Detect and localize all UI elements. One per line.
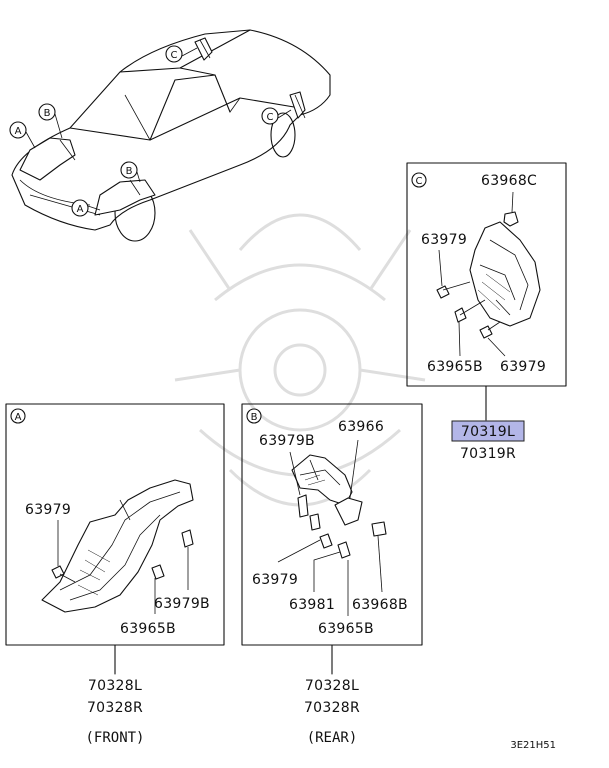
watermark-emblem (174, 213, 426, 507)
label-63968c: 63968C (481, 173, 537, 189)
clip-63965b (151, 564, 165, 580)
label-63968b: 63968B (352, 597, 408, 613)
rear-splash-shield (469, 221, 541, 327)
callout-letter: C (171, 50, 178, 61)
part-number-highlight[interactable] (451, 420, 525, 442)
label-63979-upper: 63979 (421, 232, 467, 248)
callout-letter: B (44, 108, 51, 119)
panel-c-badge (411, 172, 427, 188)
part-number-70328l[interactable]: 70328L (305, 678, 359, 694)
clip-63979b (181, 529, 194, 548)
clip-small (309, 513, 321, 531)
panel-a-badge (10, 408, 26, 424)
callout-letter: A (15, 126, 22, 137)
callout-badge (120, 161, 138, 179)
screw-63979-lower (479, 325, 493, 339)
part-63966 (334, 497, 363, 526)
label-63979b: 63979B (259, 433, 315, 449)
caption-rear: (REAR) (307, 730, 358, 746)
label-63981: 63981 (289, 597, 335, 613)
car-callouts: A B C A B C (9, 45, 292, 217)
callout-badge (38, 103, 56, 121)
panel-b-badge-letter: B (251, 412, 258, 423)
panel-b-badge (246, 408, 262, 424)
callout-badge (261, 107, 279, 125)
label-63979b: 63979B (154, 596, 210, 612)
screw-63979 (51, 565, 65, 579)
car-illustration (11, 29, 331, 242)
clip-63968c (503, 211, 519, 227)
screw-63979 (436, 285, 450, 299)
part-number-70319r[interactable]: 70319R (460, 446, 516, 462)
panel-b: B 63979B 63966 63979 63981 63968B 63965B… (241, 403, 423, 746)
panel-a: A 63979 63979B 63965B 70328L 70328R (FRO… (5, 403, 225, 746)
label-63979: 63979 (252, 572, 298, 588)
callout-badge (71, 199, 89, 217)
label-63965b: 63965B (120, 621, 176, 637)
label-63979: 63979 (25, 502, 71, 518)
diagram-code: 3E21H51 (510, 740, 556, 751)
clip-63979b (297, 494, 309, 518)
part-number-70319l[interactable]: 70319L (461, 424, 515, 440)
label-63979-lower: 63979 (500, 359, 546, 375)
callout-badge (9, 121, 27, 139)
callout-letter: A (77, 204, 84, 215)
screw-63979 (319, 533, 333, 549)
label-63965b: 63965B (427, 359, 483, 375)
part-number-70328r[interactable]: 70328R (87, 700, 143, 716)
callout-letter: C (267, 112, 274, 123)
callout-letter: B (126, 166, 133, 177)
callout-badge (165, 45, 183, 63)
clip-63968b (371, 521, 387, 537)
caption-front: (FRONT) (85, 730, 144, 746)
panel-c: C 63968C 63979 63965B 63979 70319L 70319… (406, 162, 567, 462)
panel-c-badge-letter: C (416, 176, 423, 187)
part-63981 (337, 541, 351, 559)
part-number-70328l[interactable]: 70328L (88, 678, 142, 694)
label-63966: 63966 (338, 419, 384, 435)
front-fender-liner (41, 479, 194, 613)
panel-a-badge-letter: A (15, 412, 22, 423)
part-number-70328r[interactable]: 70328R (304, 700, 360, 716)
label-63965b: 63965B (318, 621, 374, 637)
